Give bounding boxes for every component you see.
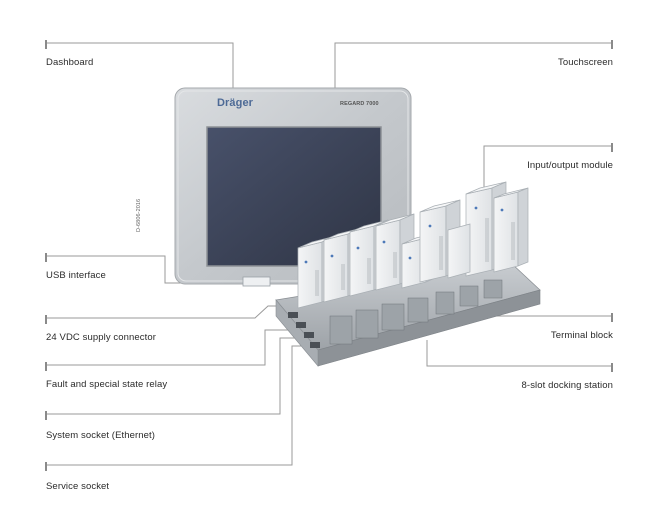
label-terminal-block: Terminal block [550,330,613,341]
io-modules [297,181,529,309]
label-io-module: Input/output module [527,160,613,171]
label-service-socket: Service socket [46,481,110,492]
label-ethernet-socket: System socket (Ethernet) [46,430,156,441]
leader-tick [45,315,47,324]
photo-code: D-6806-2016 [136,198,142,232]
leader-tick [611,363,613,372]
label-usb-interface: USB interface [46,270,106,281]
label-24vdc-connector: 24 VDC supply connector [46,332,157,343]
brand-logo: Dräger [217,97,254,109]
label-dashboard: Dashboard [46,57,94,68]
leader-tick [45,40,47,49]
label-touchscreen: Touchscreen [558,57,613,68]
label-docking-station: 8-slot docking station [521,380,613,391]
leader-tick [611,143,613,152]
leader-tick [45,411,47,420]
label-fault-relay: Fault and special state relay [46,379,168,390]
docking-station [275,261,541,367]
model-name: REGARD 7000 [340,101,379,107]
leader-tick [45,462,47,471]
leader-tick [45,253,47,262]
leader-tick [611,40,613,49]
leader-tick [45,362,47,371]
leader-tick [611,313,613,322]
